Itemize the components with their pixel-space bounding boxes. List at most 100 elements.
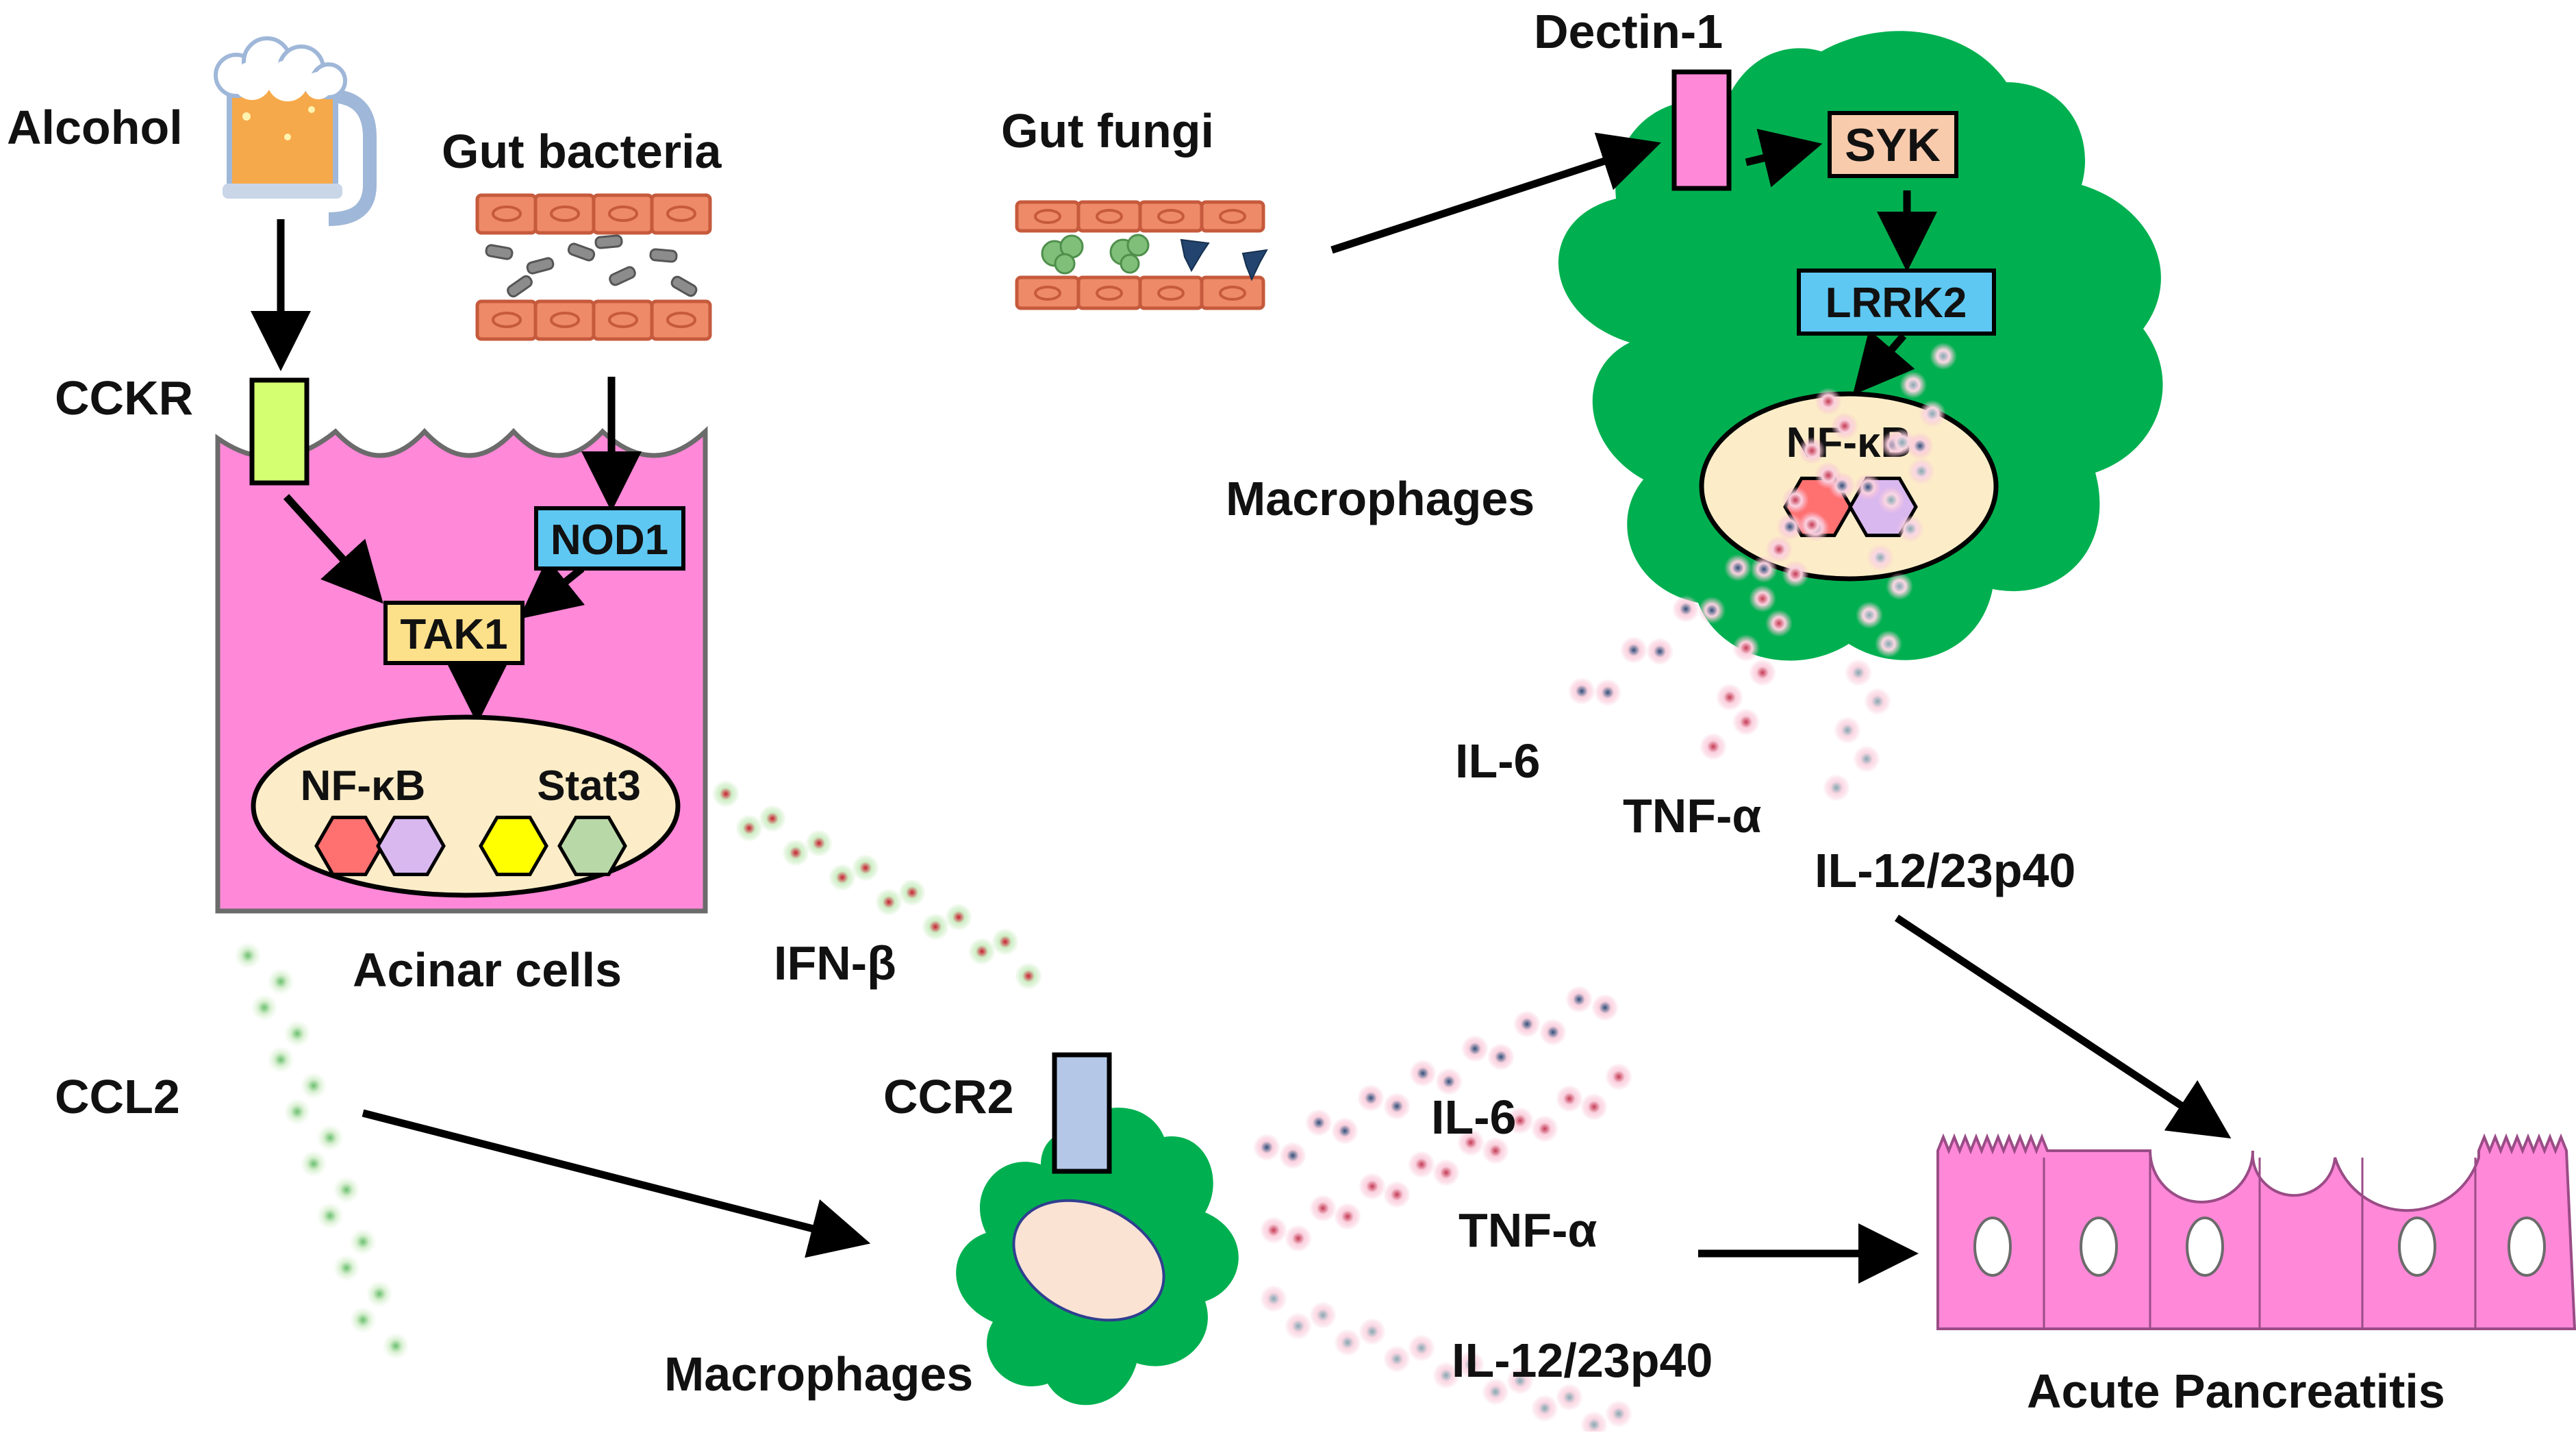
acute-pancreatitis-label: Acute Pancreatitis [2027,1364,2445,1418]
cytokine-dot [945,903,972,931]
cytokine-dot [1539,1019,1567,1046]
top-il6-label: IL-6 [1455,734,1540,788]
gut-fungi-label: Gut fungi [1001,104,1214,158]
cytokine-dot [316,1124,344,1151]
cytokine-dot [1798,437,1826,464]
cytokine-dot [852,854,879,882]
cytokine-dot [1750,556,1778,583]
acute-pancreatitis-tissue [1936,1133,2576,1330]
cytokine-dot [1461,1035,1489,1062]
cytokine-dot [1672,595,1700,623]
ifn-beta-label: IFN-β [774,936,896,990]
cytokine-dot [1482,1378,1509,1406]
cytokine-dot [1765,610,1793,637]
cytokine-dot [1305,1109,1333,1136]
gut-fungi-tissue-icon [1015,200,1268,310]
cytokine-dot [267,968,294,995]
acinar-cell-nucleus [2508,1216,2546,1277]
cytokine-dot [1432,1362,1460,1389]
cytokine-dot [1285,1225,1312,1252]
cytokine-dot [366,1280,393,1308]
ifn-beta-dots [712,780,1042,990]
bottom-il6-label: IL-6 [1431,1090,1516,1144]
macrophage-bottom [956,1108,1239,1406]
arrows [251,128,2232,1284]
acinar-cells-label: Acinar cells [353,943,622,997]
cytokine-dot [1309,1301,1337,1329]
cytokine-dot [968,938,996,965]
lrrk2-label: LRRK2 [1826,279,1967,327]
cytokine-dot [1698,597,1726,624]
cytokine-dot [1815,462,1842,489]
cytokine-dot [992,928,1019,956]
macrophage-bottom-nucleus [1012,1199,1165,1322]
cytokine-dot [1782,560,1809,588]
cytokine-dot [1556,1384,1583,1411]
cytokine-dot [1749,659,1776,686]
acinar-cell-nucleus [2186,1216,2224,1277]
cytokine-dot [712,780,740,808]
cytokine-dot [1383,1093,1411,1120]
gut-bacteria-tissue-icon [475,193,712,341]
cytokine-dot [1908,458,1935,485]
cytokine-dot [1878,486,1905,514]
cytokine-dot [1605,1400,1632,1427]
cytokine-dot [1823,774,1850,801]
arrow-top-cytokines-to-ap [1894,914,2232,1139]
cytokine-dot [1749,585,1776,612]
cytokine-dot [1591,994,1619,1021]
cytokine-dot [1594,679,1621,706]
cytokine-dot [1899,371,1927,399]
cytokine-dot [898,879,926,906]
cytokine-dot [1334,1203,1361,1230]
cytokine-dot [1867,544,1894,571]
dectin-1-receptor [1671,69,1732,191]
cytokine-dot [1864,688,1891,715]
acinar-cell-nucleus [2080,1216,2118,1277]
stat3-subunit-green [557,815,627,877]
cytokine-dot [1015,962,1042,990]
cytokine-dot [1875,630,1902,658]
cytokine-dot [1605,1063,1632,1090]
cytokine-dot [1815,388,1842,415]
cytokine-dot [1565,986,1593,1013]
top-il12-label: IL-12/23p40 [1815,844,2075,897]
gut-bacteria-label: Gut bacteria [442,125,722,178]
cytokine-dot [1334,1329,1361,1356]
syk-label: SYK [1845,119,1941,171]
bottom-il6-dots [1253,986,1619,1169]
macrophages-top-label: Macrophages [1226,472,1535,525]
cytokine-dot [382,1332,409,1360]
dectin-1-label: Dectin-1 [1534,5,1723,58]
cytokine-dot [1854,473,1882,501]
cytokine-dot [1556,1085,1583,1112]
nfkb-subunit-purple [376,815,446,877]
cytokine-dot [1568,677,1595,705]
acinar-nucleus: NF-κB Stat3 [251,714,681,898]
acinar-nfkb-label: NF-κB [301,762,426,810]
cytokine-dot [1765,536,1793,563]
nod1-box: NOD1 [534,506,685,571]
syk-box: SYK [1828,111,1958,178]
cytokine-dot [1782,486,1809,514]
arrow-fungi-to-dectin [1330,132,1661,254]
cytokine-dot [1409,1060,1437,1087]
nod1-label: NOD1 [551,516,668,564]
arrow-cckr-to-tak1 [283,494,383,604]
top-tnfa-dots [1700,388,1858,760]
cytokine-dot [782,839,809,866]
cytokine-dot [234,942,262,969]
cytokine-dot [1889,429,1916,456]
cytokine-dot [1457,1351,1485,1378]
cytokine-dot [1897,515,1924,542]
cytokine-dot [1331,1117,1359,1145]
cytokine-dot [1309,1195,1337,1222]
cytokine-dot [251,994,278,1021]
cytokine-dot [1716,684,1743,711]
cytokine-dot [735,814,763,842]
cytokine-clusters [234,342,1957,1435]
top-tnfa-label: TNF-α [1623,789,1761,843]
cytokine-dot [875,888,902,916]
